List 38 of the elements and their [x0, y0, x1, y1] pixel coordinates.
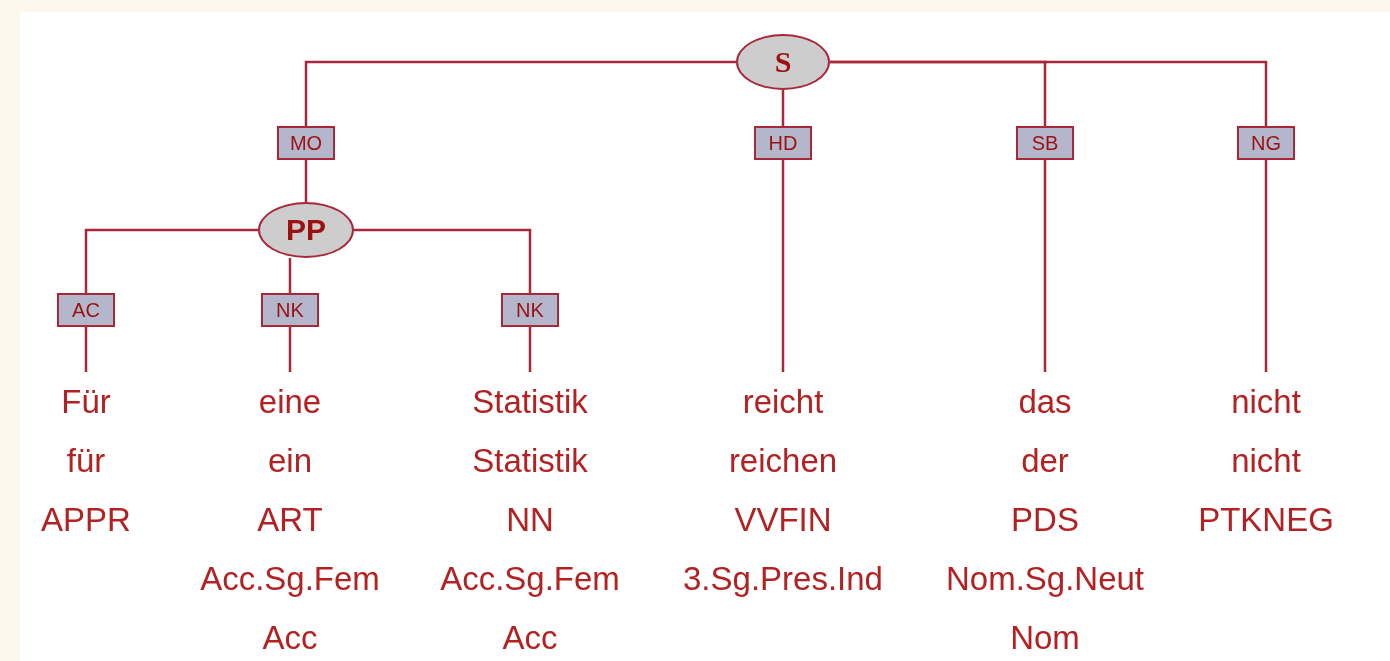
edge-label: NK [501, 293, 559, 327]
edge-label: NG [1237, 126, 1295, 160]
token-annotation: das [1017, 382, 1073, 422]
token-annotation: Acc [261, 618, 319, 658]
token-annotation: PDS [1010, 500, 1080, 540]
edge-label: NK [261, 293, 319, 327]
edge-label: AC [57, 293, 115, 327]
token-annotation: Acc.Sg.Fem [439, 559, 621, 599]
token-annotation: Acc.Sg.Fem [199, 559, 381, 599]
token-annotation: 3.Sg.Pres.Ind [682, 559, 884, 599]
token-annotation: Statistik [471, 382, 589, 422]
category-label: PP [286, 213, 326, 247]
token-annotation: ART [256, 500, 324, 540]
token-annotation: Acc [501, 618, 559, 658]
token-annotation: Nom.Sg.Neut [944, 559, 1146, 599]
token-annotation: NN [505, 500, 555, 540]
category-label: S [774, 45, 792, 79]
token-annotation: APPR [40, 500, 132, 540]
token-annotation: für [65, 441, 107, 481]
tree-branch [304, 60, 736, 202]
token-annotation: Für [60, 382, 112, 422]
token-annotation: VVFIN [733, 500, 833, 540]
token-annotation: der [1020, 441, 1070, 481]
token-annotation: reichen [727, 441, 839, 481]
token-annotation: nicht [1230, 441, 1302, 481]
token-annotation: Statistik [471, 441, 589, 481]
tree-branch [84, 228, 258, 372]
edge-label: HD [754, 126, 812, 160]
tree-branch [830, 60, 1268, 372]
token-annotation: Nom [1009, 618, 1081, 658]
token-annotation: nicht [1230, 382, 1302, 422]
token-annotation: reicht [741, 382, 825, 422]
tree-branch [354, 228, 532, 372]
token-annotation: PTKNEG [1197, 500, 1335, 540]
edge-label: SB [1016, 126, 1074, 160]
edge-label: MO [277, 126, 335, 160]
token-annotation: eine [257, 382, 323, 422]
token-annotation: ein [266, 441, 313, 481]
